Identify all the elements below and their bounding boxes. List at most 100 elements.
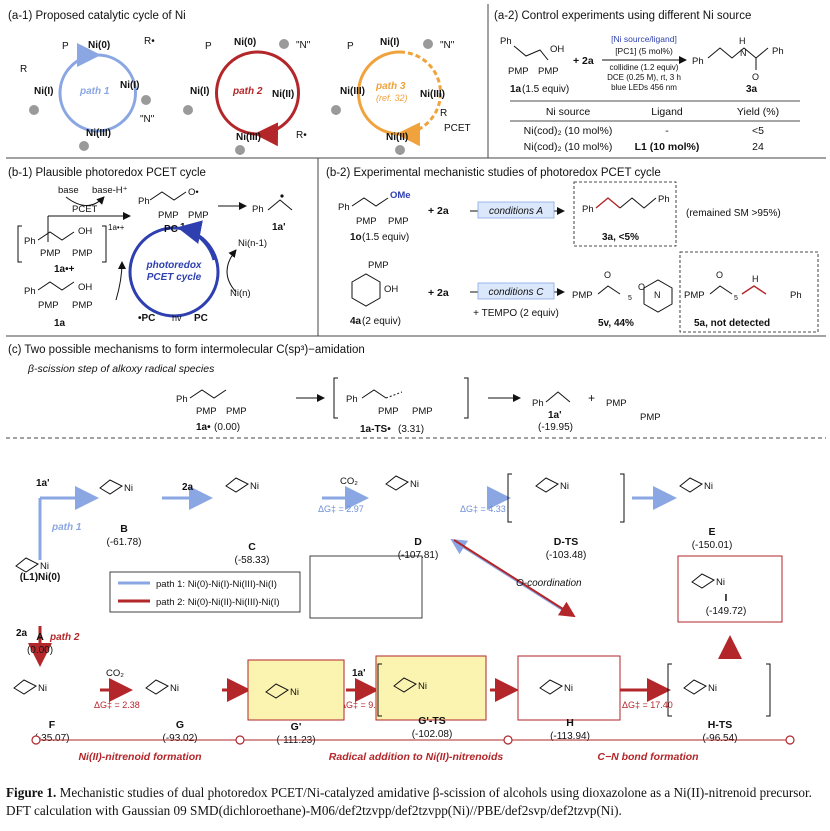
a2-pmp2: PMP [538, 66, 559, 77]
figure-caption: Figure 1. Mechanistic studies of dual ph… [6, 784, 824, 820]
h-box [517, 655, 621, 721]
b1-pc-top: PC [164, 224, 178, 235]
b2-ph1: Ph [338, 202, 350, 213]
a2-prod-label: 3a [746, 84, 758, 95]
barrier-1: ΔG‡ = 2.97 [318, 504, 364, 514]
b1-pc-left: •PC [138, 313, 155, 324]
o-coordination-label: O-coordination [516, 578, 582, 589]
b1-cycle-label2: PCET cycle [147, 272, 202, 283]
path2-label: path 2 [232, 86, 263, 97]
b2-prod2-5: 5 [628, 295, 632, 302]
barrier-2: ΔG‡ = 4.33 [460, 504, 506, 514]
c-pmp2: PMP [226, 406, 247, 417]
species-name: F [49, 719, 56, 731]
species-energy: (-35.07) [34, 733, 69, 744]
b2-prod2: 5v, 44% [598, 318, 634, 329]
ni-center-label: Ni [418, 681, 427, 692]
species-name: H-TS [708, 719, 733, 731]
th-yield: Yield (%) [737, 106, 779, 118]
ligand-sketch [145, 679, 169, 695]
ligand-sketch [15, 557, 39, 573]
b2-prod1: 3a, <5% [602, 232, 639, 243]
path1-side-label: path 1 [51, 522, 82, 533]
b1-oh2: OH [78, 282, 92, 293]
panel-b1-title: (b-1) Plausible photoredox PCET cycle [8, 167, 206, 179]
table-cell: Ni(cod)₂ (10 mol%) [524, 141, 613, 153]
mechanism-legend: path 1: Ni(0)-Ni(I)-Ni(III)-Ni(I) path 2… [109, 555, 423, 619]
b2-remained: (remained SM >95%) [686, 208, 781, 219]
r2a-label-1: 2a [182, 482, 194, 493]
b1-cation-sup: 1a•+ [108, 223, 125, 232]
a2-reaction: Ph OH PMP PMP 1a (1.5 equiv) + 2a [Ni so… [500, 34, 784, 95]
ni-center-label: Ni [716, 577, 725, 588]
b1-scheme: base base-H⁺ PCET Ph O• PMP PMP 1a• Ph 1… [17, 185, 293, 329]
species-energy: (-107.81) [398, 550, 439, 561]
p-label-3: P [347, 41, 354, 52]
la-label-2: 1a' [352, 668, 366, 679]
ni1-label-3: Ni(I) [380, 37, 399, 48]
b2-prod3-o: O [716, 270, 723, 280]
path3-label: path 3 [375, 81, 406, 92]
ni0-label: Ni(0) [88, 40, 110, 51]
species-energy: (-103.48) [546, 550, 587, 561]
b1-pmp4: PMP [72, 248, 93, 259]
species-h: NiH (-113.94) [539, 679, 590, 742]
ligand-sketch [535, 477, 559, 493]
p-label-2: P [205, 41, 212, 52]
species-name: B [120, 523, 128, 535]
species-b: NiB(-61.78) [99, 479, 142, 548]
ni-center-label: Ni [250, 481, 259, 492]
b2-prod2-o2: O [638, 282, 645, 292]
b2-prod2-pmp: PMP [572, 290, 593, 301]
species-name: D-TS [554, 536, 579, 548]
legend-path2: path 2: Ni(0)-Ni(II)-Ni(III)-Ni(I) [156, 597, 280, 608]
b2-cond-c: conditions C [488, 287, 544, 298]
b1-ph1: Ph [138, 196, 150, 207]
b2-prod3-ph: Ph [790, 290, 802, 301]
species-energy: (-96.54) [702, 733, 737, 744]
rdot-label-2: R• [296, 130, 307, 141]
barrier-5: ΔG‡ = 17.40 [622, 700, 673, 710]
b1-cycle-label1: photoredox [146, 260, 202, 271]
species-name: H [566, 717, 574, 729]
ni-center-label: Ni [708, 683, 717, 694]
n-label-3: "N" [440, 40, 455, 51]
a2-cond2: [PC1] (5 mol%) [615, 46, 673, 56]
c-r1-label: 1a• [196, 422, 211, 433]
a2-ph: Ph [500, 36, 512, 47]
barrier-3: ΔG‡ = 2.38 [94, 700, 140, 710]
panel-b2-title: (b-2) Experimental mechanistic studies o… [326, 167, 661, 179]
a2-plus: + 2a [573, 55, 594, 67]
b2-prod3-pmp: PMP [684, 290, 705, 301]
c-ts-pmp1: PMP [378, 406, 399, 417]
species-energy: (-113.94) [550, 731, 590, 742]
c-ts-e: (3.31) [398, 424, 424, 435]
ni1-left-label: Ni(I) [34, 86, 53, 97]
b2-pmp3: PMP [368, 260, 389, 271]
c-p1-label: 1a' [548, 410, 562, 421]
control-table: Ni source Ligand Yield (%) Ni(cod)₂ (10 … [510, 100, 800, 153]
species-c: NiC(-58.33) [225, 477, 270, 566]
c-pmp1: PMP [196, 406, 217, 417]
b1-pmp6: PMP [72, 300, 93, 311]
cycle-path2: Ni(0) Ni(II) Ni(I) Ni(III) path 2 P "N" … [183, 37, 311, 155]
b1-pmp3: PMP [40, 248, 61, 259]
caption-text: Mechanistic studies of dual photoredox P… [6, 785, 812, 818]
b2-prod2-n: N [654, 290, 661, 300]
b2-sm2-eq: (2 equiv) [362, 316, 401, 327]
cycle-path1: Ni(0) Ni(I) Ni(I) Ni(III) path 1 P R• "N… [20, 36, 155, 151]
n-label-1: "N" [140, 114, 155, 125]
b1-pcet: PCET [72, 204, 98, 215]
species-energy: (-102.08) [412, 729, 453, 740]
species-energy: (-61.78) [106, 537, 141, 548]
ligand-sketch [225, 477, 249, 493]
a2-sm-equiv: (1.5 equiv) [522, 84, 569, 95]
b2-sm2: 4a [350, 316, 362, 327]
stage-cn-bond: C−N bond formation [597, 751, 698, 763]
c-p1-e: (-19.95) [538, 422, 573, 433]
species-energy: (0.00) [27, 645, 53, 656]
ni-center-label: Ni [410, 479, 419, 490]
panel-c-sub: β-scission step of alkoxy radical specie… [27, 363, 215, 375]
species-name: D [414, 536, 422, 548]
ni-center-label: Ni [564, 683, 573, 694]
